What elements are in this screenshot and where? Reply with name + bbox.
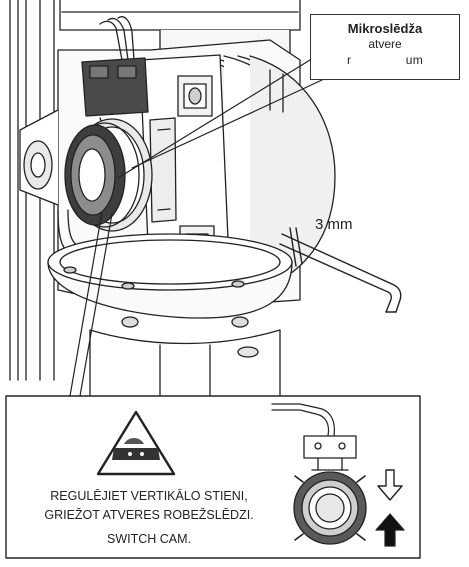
arrow-up-icon xyxy=(375,513,405,547)
switch-cam xyxy=(64,118,153,232)
instruction-line-2: GRIEŽOT ATVERES ROBEŽSLĒDZI. xyxy=(44,508,254,522)
motor-housing xyxy=(89,329,281,396)
microswitch-callout: Mikroslēdža atvere r um xyxy=(310,14,460,80)
instruction-line-1: REGULĒJIET VERTIKĀLO STIENI, xyxy=(50,489,248,503)
microswitch xyxy=(81,16,149,131)
hand-crush-warning-icon xyxy=(96,410,176,476)
callout-line-2: atvere xyxy=(368,37,402,51)
arrow-down-icon xyxy=(377,469,403,501)
base-plate xyxy=(47,233,293,328)
allen-key xyxy=(279,227,402,313)
inset-switch-cam xyxy=(271,403,367,545)
rotation-arrows xyxy=(375,469,405,547)
disk-pack xyxy=(199,55,336,293)
instruction-line-3: SWITCH CAM. xyxy=(106,532,192,546)
callout-line-3: r um xyxy=(346,53,424,67)
allen-key-size-label: 3 mm xyxy=(315,216,353,233)
callout-line-1: Mikroslēdža xyxy=(347,21,423,36)
callout-leaders xyxy=(69,59,323,397)
